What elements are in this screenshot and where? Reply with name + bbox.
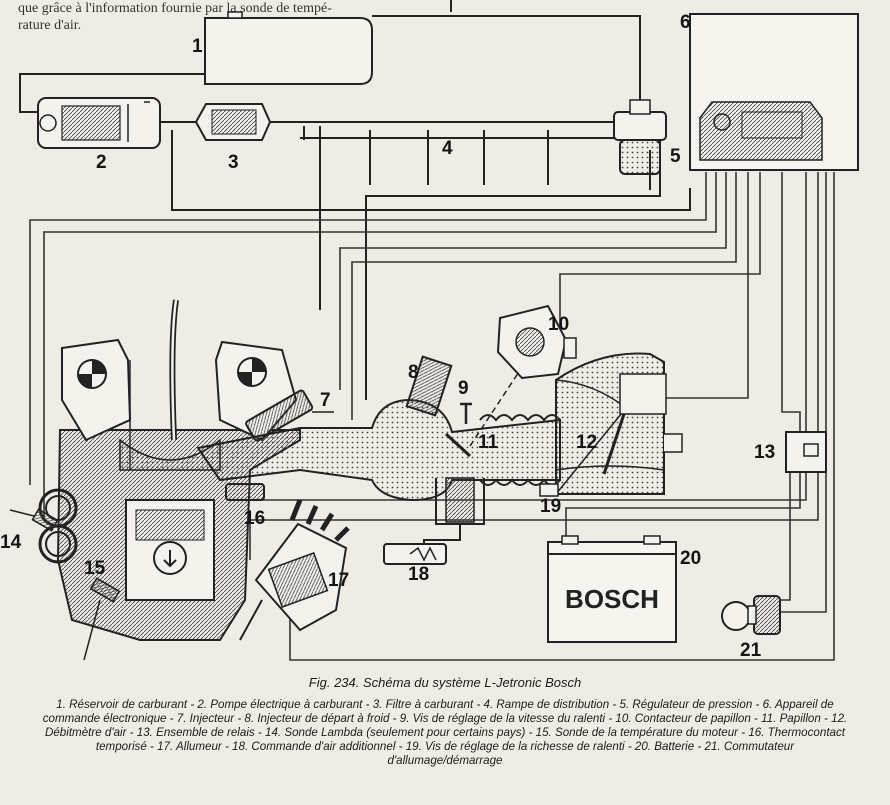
callout-9: 9 [458,378,469,399]
callout-labels: 1 2 3 4 5 6 7 8 9 10 11 12 13 14 15 16 1… [0,12,775,661]
injector [245,389,334,442]
engine-temp-sensor [83,577,121,661]
callout-6: 6 [680,12,691,33]
callout-5: 5 [670,146,681,167]
callout-11: 11 [478,432,499,453]
distributor [239,499,350,641]
throttle-switch [496,304,577,380]
callout-16: 16 [244,508,265,529]
ignition-switch [721,595,781,635]
callout-13: 13 [754,442,775,463]
callout-14: 14 [0,532,22,553]
pressure-regulator [613,99,667,175]
battery: BOSCH [547,535,677,643]
cylinder-head-left [61,338,132,442]
fuel-tank [204,11,373,85]
ecu-control-unit [689,13,859,171]
thermo-time-switch [225,483,265,501]
battery-brand: BOSCH [565,584,659,614]
intake-bellows [479,414,561,486]
callout-7: 7 [320,390,331,411]
callout-17: 17 [328,570,349,591]
air-flow-meter [555,352,683,495]
callout-8: 8 [408,362,419,383]
fuel-filter [194,103,272,141]
idle-speed-screw [460,402,472,424]
auxiliary-air-valve [383,477,485,565]
spark-plug [169,299,179,441]
figure-caption: Fig. 234. Schéma du système L-Jetronic B… [40,676,850,768]
callout-15: 15 [84,558,106,579]
idle-mixture-screw [539,483,559,497]
callout-19: 19 [540,496,561,517]
figure-legend: 1. Réservoir de carburant - 2. Pompe éle… [42,698,848,767]
header-line-1: que grâce à l'information fournie par la… [18,1,332,16]
cold-start-injector [405,355,453,417]
engine-block [56,429,301,641]
callout-21: 21 [740,640,762,661]
callout-2: 2 [96,152,107,173]
callout-20: 20 [680,548,701,569]
callout-3: 3 [228,152,239,173]
ecu-wiring [29,172,835,661]
callout-1: 1 [192,36,203,57]
header-line-2: rature d'air. [18,18,82,33]
fuel-lines [19,15,691,400]
header-text: que grâce à l'information fournie par la… [18,0,448,34]
figure-title: Fig. 234. Schéma du système L-Jetronic B… [308,675,582,690]
callout-4: 4 [442,138,453,159]
callout-10: 10 [548,314,569,335]
callout-12: 12 [576,432,597,453]
lambda-sensor [9,488,78,564]
relay-unit [785,431,827,473]
fuel-pump [37,97,161,149]
callout-18: 18 [408,564,429,585]
